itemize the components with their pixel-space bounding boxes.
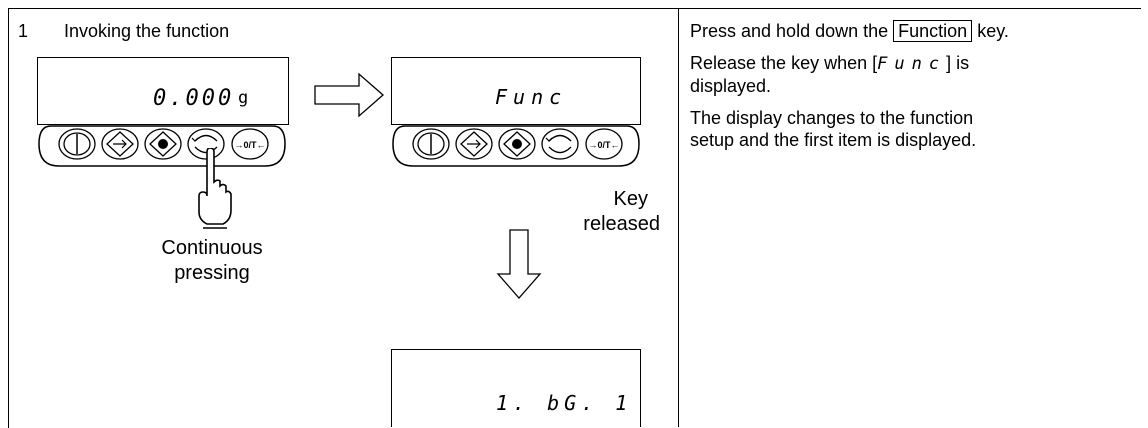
instruction-line1-suffix: key. [972, 21, 1009, 41]
function-icon[interactable] [541, 128, 579, 160]
display-first-item: 1. bG. 1 [391, 349, 641, 427]
display-initial-value: 0.000 [153, 86, 235, 111]
display-func: Func [391, 57, 641, 125]
tare-icon[interactable]: →0/T← [585, 128, 623, 160]
caption-continuous-line2: pressing [174, 262, 250, 284]
instruction-line2: Release the key when [Func] is [690, 52, 1145, 75]
display-initial: 0.000 g [37, 57, 289, 125]
display-first-item-value: 1. bG. 1 [496, 391, 633, 415]
keypad-right: →0/T← [392, 125, 640, 167]
hand-pointer-icon [198, 148, 232, 229]
function-key-label: Function [893, 20, 973, 42]
instruction-line1: Press and hold down the Function key. [690, 20, 1145, 44]
column-divider [678, 8, 679, 427]
instruction-line3: displayed. [690, 76, 772, 96]
power-icon[interactable] [412, 128, 450, 160]
arrow-right-icon [314, 72, 384, 118]
step-number: 1 [18, 21, 29, 41]
instruction-func-display: Func [877, 54, 947, 74]
table-frame [8, 8, 1141, 428]
function-icon[interactable] [187, 128, 225, 160]
tare-icon[interactable]: →0/T← [231, 128, 269, 160]
step-title: Invoking the function [64, 21, 230, 41]
caption-released-line1: Key [613, 188, 648, 210]
instruction-line2-suffix: ] is [946, 53, 970, 73]
caption-key-released: Key released [530, 187, 660, 237]
instruction-line5: setup and the first item is displayed. [690, 130, 977, 150]
power-icon[interactable] [58, 128, 96, 160]
keypad-left: →0/T← [38, 125, 286, 167]
arrow-down-icon [496, 229, 542, 299]
display-func-value: Func [495, 85, 568, 109]
svg-text:→0/T←: →0/T← [234, 140, 265, 150]
caption-continuous: Continuous pressing [114, 236, 310, 286]
svg-text:→0/T←: →0/T← [588, 140, 619, 150]
caption-released-line2: released [583, 213, 660, 235]
instruction-line2-prefix: Release the key when [ [690, 53, 878, 73]
instruction-line4: The display changes to the function [690, 108, 974, 128]
display-initial-unit: g [238, 88, 249, 108]
print-icon[interactable] [455, 128, 493, 160]
print-icon[interactable] [101, 128, 139, 160]
instructions: Press and hold down the Function key. Re… [690, 20, 1145, 151]
calibrate-icon[interactable] [498, 128, 536, 160]
instruction-line1-prefix: Press and hold down the [690, 21, 894, 41]
caption-continuous-line1: Continuous [161, 237, 263, 259]
calibrate-icon[interactable] [144, 128, 182, 160]
